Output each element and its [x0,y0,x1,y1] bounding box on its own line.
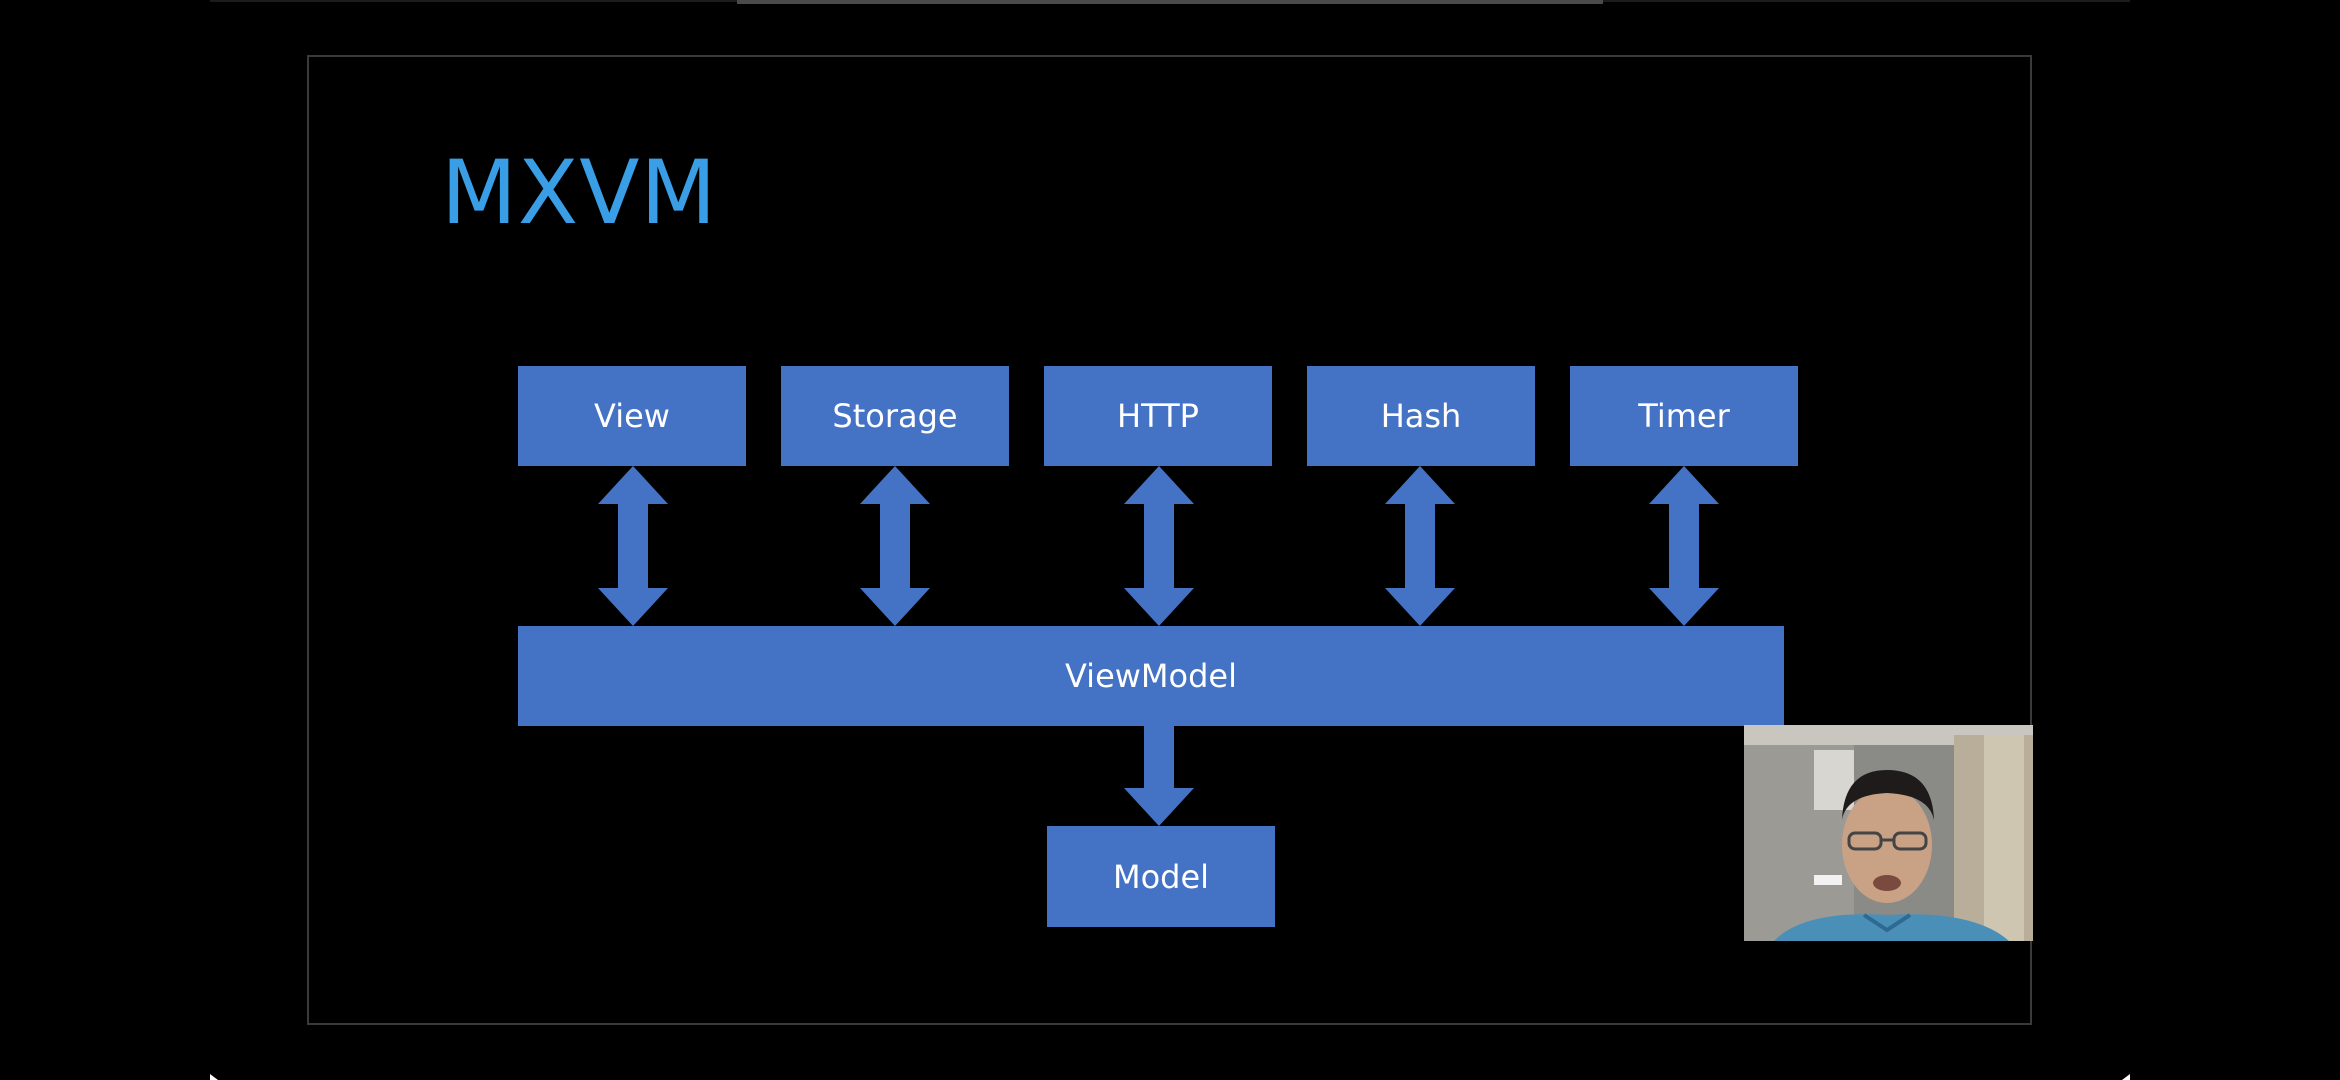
double-arrow-storage [860,466,930,626]
down-arrow-model [1124,726,1194,826]
double-arrow-http [1124,466,1194,626]
module-box-timer: Timer [1570,366,1798,466]
viewmodel-box: ViewModel [518,626,1784,726]
presenter-webcam-overlay[interactable] [1744,725,2033,941]
double-arrow-timer [1649,466,1719,626]
double-arrow-hash [1385,466,1455,626]
video-scrub-bar[interactable] [737,0,1603,4]
corner-marker-right [2122,1074,2130,1080]
module-box-storage: Storage [781,366,1009,466]
module-box-hash: Hash [1307,366,1535,466]
corner-marker-left [210,1074,218,1080]
slide-title: MXVM [441,141,718,244]
double-arrow-view [598,466,668,626]
model-box: Model [1047,826,1275,927]
module-box-http: HTTP [1044,366,1272,466]
presenter-video-image [1744,725,2033,941]
module-box-view: View [518,366,746,466]
